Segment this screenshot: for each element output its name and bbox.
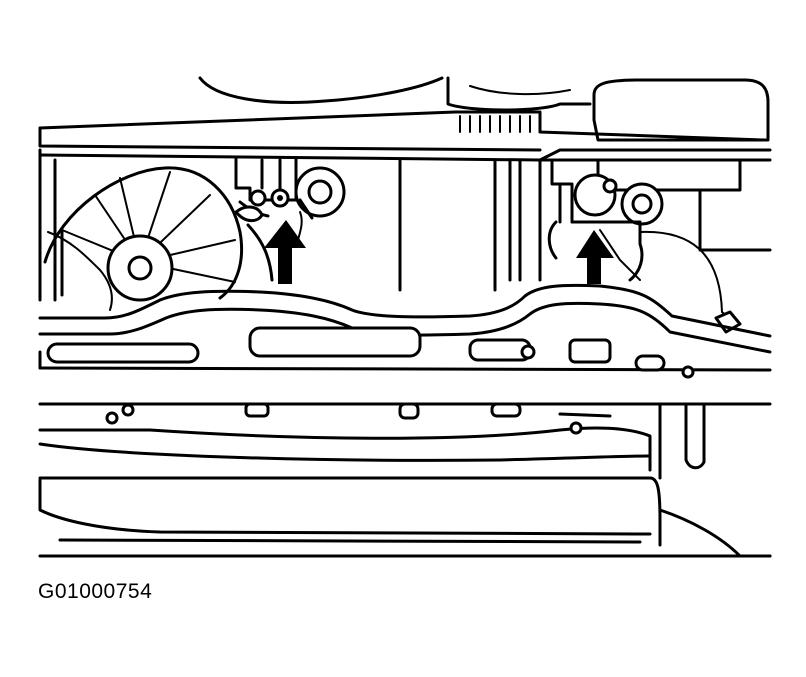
- lower-body-panel: [38, 402, 772, 558]
- support-texture: [459, 115, 531, 133]
- front-crossmember: [38, 283, 772, 379]
- left-horn: [234, 156, 346, 282]
- right-horn: [547, 160, 742, 334]
- figure-code: G01000754: [38, 580, 153, 603]
- radiator-core: [398, 158, 542, 292]
- cooling-fan: [43, 166, 244, 311]
- right-horn-arrow-icon: [576, 230, 614, 284]
- left-horn-arrow-icon: [264, 220, 306, 284]
